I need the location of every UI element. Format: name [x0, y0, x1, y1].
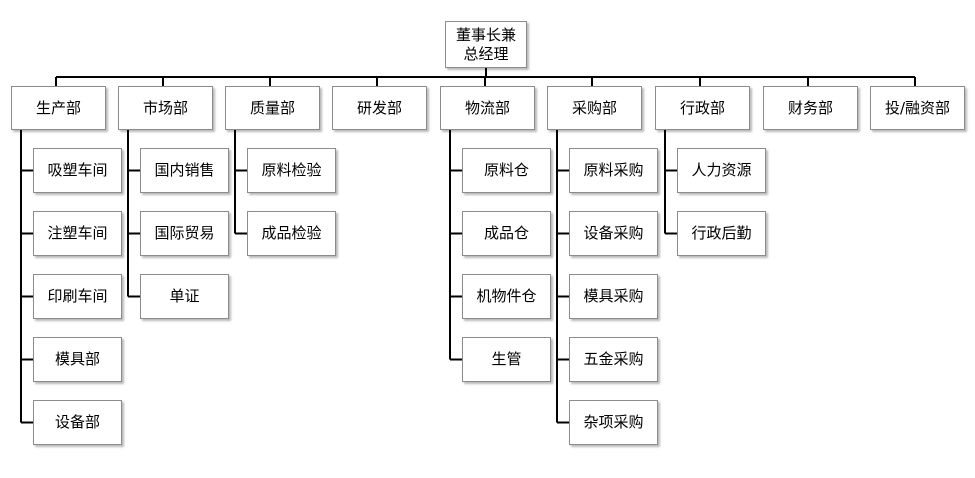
sub-unit-node: 人力资源 — [677, 148, 766, 193]
sub-unit-node: 国际贸易 — [140, 211, 229, 256]
department-node: 财务部 — [763, 86, 858, 130]
department-node: 投/融资部 — [870, 86, 965, 130]
sub-unit-node: 五金采购 — [569, 337, 658, 382]
sub-unit-node: 模具采购 — [569, 274, 658, 319]
department-node: 市场部 — [118, 86, 213, 130]
department-node: 研发部 — [332, 86, 427, 130]
sub-unit-node: 杂项采购 — [569, 400, 658, 445]
department-node: 行政部 — [655, 86, 750, 130]
sub-unit-node: 国内销售 — [140, 148, 229, 193]
sub-unit-node: 成品检验 — [247, 211, 336, 256]
sub-unit-node: 机物件仓 — [462, 274, 551, 319]
sub-unit-node: 设备部 — [33, 400, 122, 445]
sub-unit-node: 生管 — [462, 337, 551, 382]
sub-unit-node: 注塑车间 — [33, 211, 122, 256]
sub-unit-node: 印刷车间 — [33, 274, 122, 319]
sub-unit-node: 行政后勤 — [677, 211, 766, 256]
sub-unit-node: 模具部 — [33, 337, 122, 382]
department-node: 生产部 — [11, 86, 106, 130]
root-label-line2: 总经理 — [463, 44, 509, 63]
sub-unit-node: 原料采购 — [569, 148, 658, 193]
sub-unit-node: 吸塑车间 — [33, 148, 122, 193]
sub-unit-node: 原料检验 — [247, 148, 336, 193]
department-node: 物流部 — [440, 86, 535, 130]
sub-unit-node: 设备采购 — [569, 211, 658, 256]
department-node: 采购部 — [547, 86, 642, 130]
sub-unit-node: 原料仓 — [462, 148, 551, 193]
department-node: 质量部 — [225, 86, 320, 130]
root-node: 董事长兼 总经理 — [445, 21, 527, 68]
root-label-line1: 董事长兼 — [455, 25, 516, 44]
sub-unit-node: 单证 — [140, 274, 229, 319]
sub-unit-node: 成品仓 — [462, 211, 551, 256]
